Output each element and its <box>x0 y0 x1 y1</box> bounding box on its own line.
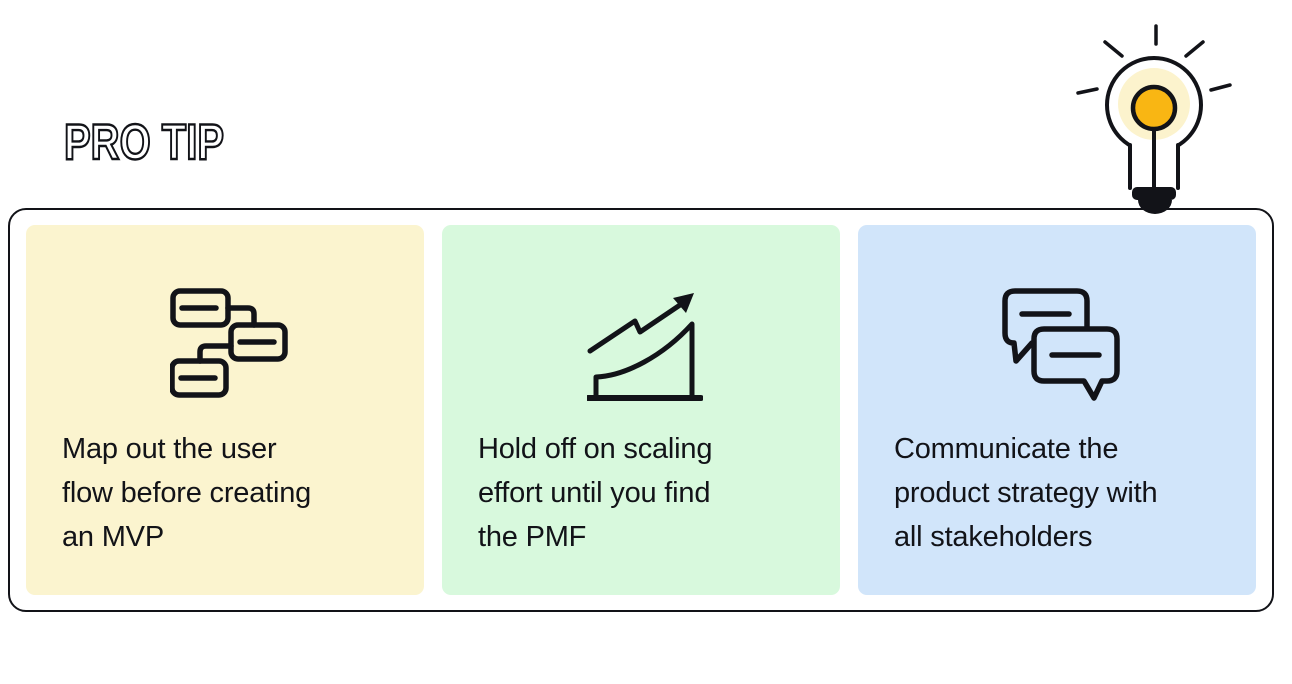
tip-text-scaling: Hold off on scaling effort until you fin… <box>478 433 713 553</box>
chat-bubbles-icon <box>894 273 1228 413</box>
flowchart-icon <box>62 273 396 413</box>
tips-container: Map out the user flow before creating an… <box>8 208 1274 612</box>
growth-arrow-icon <box>478 273 812 413</box>
tip-text-user-flow: Map out the user flow before creating an… <box>62 433 312 553</box>
tip-card-communicate: Communicate the product strategy with al… <box>858 225 1256 595</box>
tip-card-scaling: Hold off on scaling effort until you fin… <box>442 225 840 595</box>
lightbulb-icon <box>1062 12 1246 214</box>
tip-card-user-flow: Map out the user flow before creating an… <box>26 225 424 595</box>
lightbulb-svg <box>1076 24 1232 214</box>
page-title: PRO TIP <box>63 114 225 170</box>
tip-text-communicate: Communicate the product strategy with al… <box>894 433 1158 553</box>
